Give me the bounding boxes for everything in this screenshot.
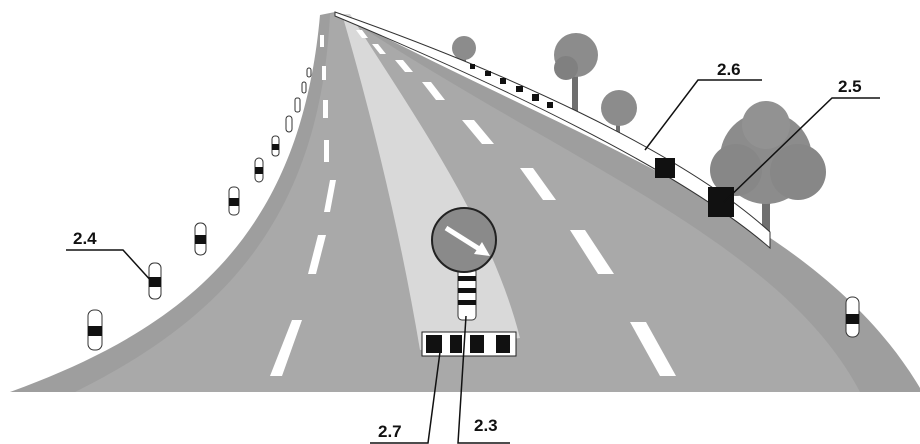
post-left-near <box>88 310 102 350</box>
label-2-3: 2.3 <box>474 416 498 435</box>
island-column <box>458 268 476 320</box>
label-2-5: 2.5 <box>838 77 862 96</box>
label-2-7: 2.7 <box>378 422 402 441</box>
label-2-4: 2.4 <box>73 229 97 248</box>
island-base-stripes <box>422 332 516 356</box>
post-left-6 <box>272 136 279 156</box>
post-right-near <box>846 297 859 337</box>
tree-medium <box>554 33 598 115</box>
post-left-4 <box>229 187 239 215</box>
keep-right-sign <box>432 208 496 272</box>
label-2-6: 2.6 <box>717 60 741 79</box>
post-left-5 <box>255 158 263 182</box>
post-left-3 <box>195 223 206 255</box>
